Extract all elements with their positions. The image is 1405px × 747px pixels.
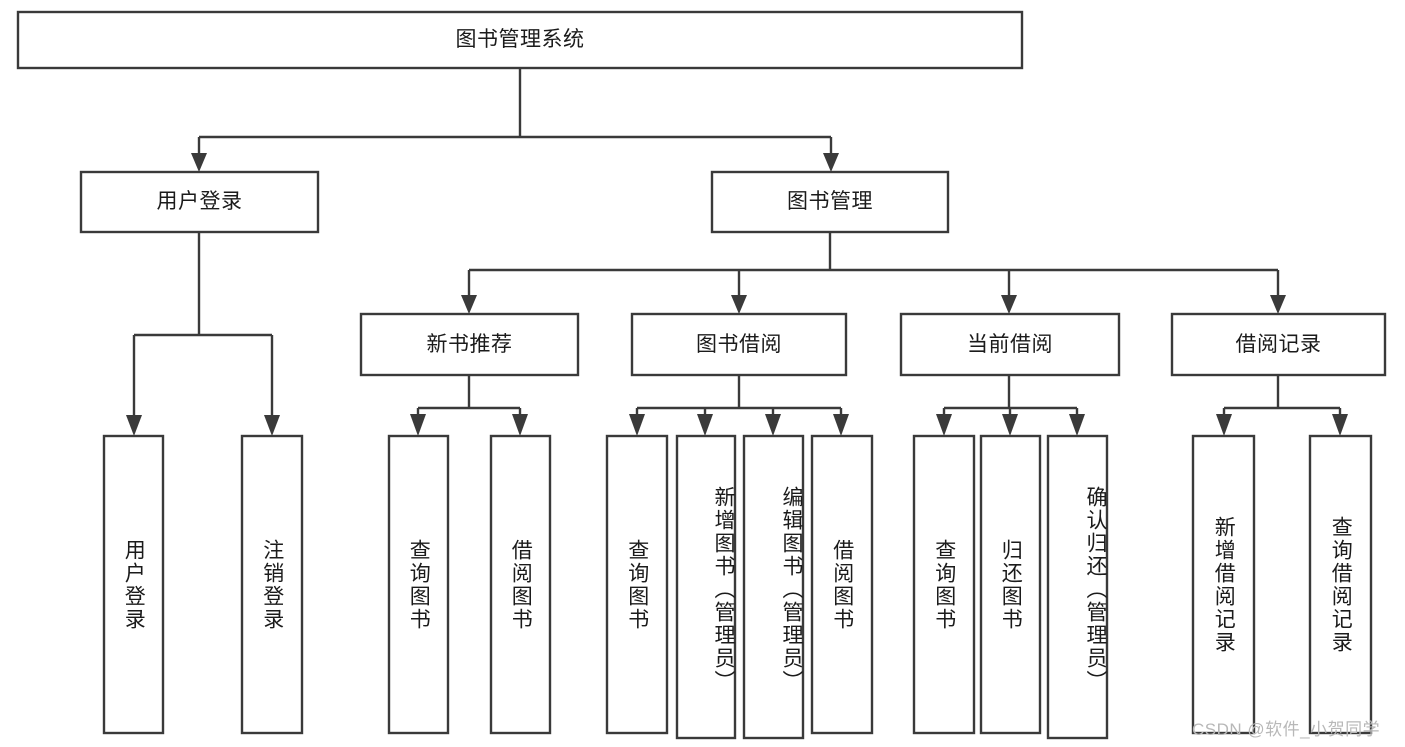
node-box-leaf-record-add[interactable] xyxy=(1191,434,1256,735)
node-box-borrow-record[interactable] xyxy=(1170,312,1387,377)
node-box-leaf-borrow-add[interactable] xyxy=(675,434,737,740)
node-box-current-borrow[interactable] xyxy=(899,312,1121,377)
arrow-head-recommend-l1 xyxy=(410,414,426,436)
node-box-leaf-borrow-lend[interactable] xyxy=(810,434,874,735)
node-box-leaf-logout[interactable] xyxy=(240,434,304,735)
arrow-head-borrow-l4 xyxy=(833,414,849,436)
node-box-user-login[interactable] xyxy=(79,170,320,234)
node-box-leaf-borrow-edit[interactable] xyxy=(742,434,805,740)
arrow-head-recommend-l2 xyxy=(512,414,528,436)
arrow-head-borrow-l2 xyxy=(697,414,713,436)
node-box-leaf-current-return[interactable] xyxy=(979,434,1042,735)
node-box-book-borrow[interactable] xyxy=(630,312,848,377)
arrow-head-current-l2 xyxy=(1002,414,1018,436)
node-box-root[interactable] xyxy=(16,10,1024,70)
arrow-head-root-to-login xyxy=(191,153,207,172)
node-box-leaf-record-query[interactable] xyxy=(1308,434,1373,735)
node-box-leaf-current-confirm[interactable] xyxy=(1046,434,1109,740)
arrow-head-record-l2 xyxy=(1332,414,1348,436)
node-box-book-management[interactable] xyxy=(710,170,950,234)
arrow-head-bookmgmt-c4 xyxy=(1270,295,1286,314)
arrow-head-current-l1 xyxy=(936,414,952,436)
arrow-head-current-l3 xyxy=(1069,414,1085,436)
node-box-leaf-current-query[interactable] xyxy=(912,434,976,735)
arrow-head-login-leaf1 xyxy=(126,415,142,436)
arrow-head-root-to-bookmgmt xyxy=(823,153,839,172)
node-box-new-book-recommend[interactable] xyxy=(359,312,580,377)
arrow-head-login-leaf2 xyxy=(264,415,280,436)
node-box-leaf-recommend-query[interactable] xyxy=(387,434,450,735)
node-box-leaf-recommend-borrow[interactable] xyxy=(489,434,552,735)
arrow-head-bookmgmt-c2 xyxy=(731,295,747,314)
arrow-head-borrow-l3 xyxy=(765,414,781,436)
node-box-leaf-user-login[interactable] xyxy=(102,434,165,735)
arrow-head-record-l1 xyxy=(1216,414,1232,436)
arrow-head-bookmgmt-c3 xyxy=(1001,295,1017,314)
arrow-head-borrow-l1 xyxy=(629,414,645,436)
arrow-head-bookmgmt-c1 xyxy=(461,295,477,314)
node-box-leaf-borrow-query[interactable] xyxy=(605,434,669,735)
